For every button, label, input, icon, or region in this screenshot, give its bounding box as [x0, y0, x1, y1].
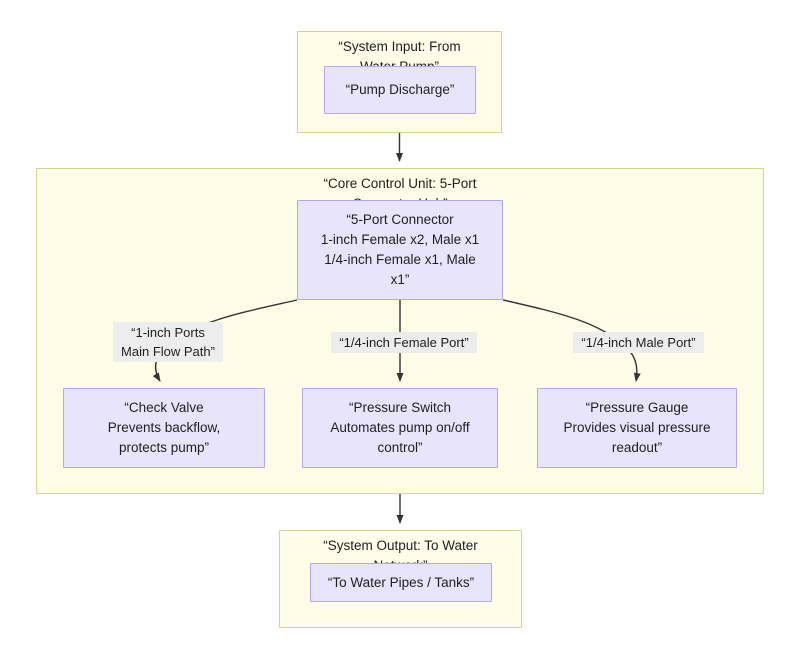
node-five-port-connector[interactable]: “5-Port Connector 1-inch Female x2, Male… — [297, 200, 503, 300]
edge-label-one-inch-ports: “1-inch Ports Main Flow Path” — [113, 322, 223, 362]
node-pressure-gauge[interactable]: “Pressure Gauge Provides visual pressure… — [537, 388, 737, 468]
edge-label-quarter-inch-female-port: “1/4-inch Female Port” — [331, 332, 477, 353]
edge-label-quarter-inch-male-port: “1/4-inch Male Port” — [573, 332, 704, 353]
node-water-pipes-tanks[interactable]: “To Water Pipes / Tanks” — [310, 563, 492, 602]
node-pressure-switch[interactable]: “Pressure Switch Automates pump on/off c… — [302, 388, 498, 468]
node-pump-discharge[interactable]: “Pump Discharge” — [324, 66, 476, 114]
node-check-valve[interactable]: “Check Valve Prevents backflow, protects… — [63, 388, 265, 468]
